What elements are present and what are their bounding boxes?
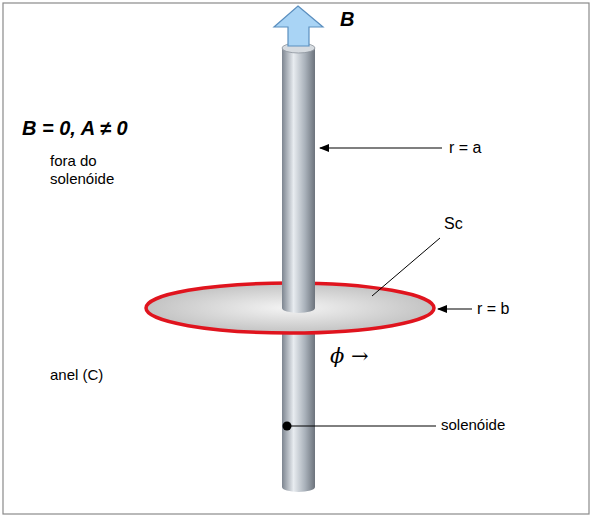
surface-label: Sc	[444, 214, 463, 233]
leader-arrow	[438, 308, 472, 309]
field-arrow	[274, 6, 323, 46]
condition-note: B = 0, A ≠ 0	[22, 116, 128, 140]
leader-dot	[283, 422, 292, 431]
leader-arrow	[320, 147, 442, 148]
field-symbol: B	[340, 7, 354, 31]
solenoid-lower	[282, 318, 315, 492]
radius-label: r = b	[477, 299, 509, 318]
part-label: solenóide	[441, 416, 505, 434]
leader-line	[372, 238, 440, 296]
frame	[3, 3, 589, 514]
region-note: fora do solenóide	[50, 152, 130, 188]
radius-label: r = a	[449, 138, 481, 157]
leader-line	[290, 426, 436, 427]
direction-label: ϕ →	[330, 344, 369, 369]
ring-label: anel (C)	[50, 366, 103, 384]
solenoid-upper	[282, 43, 315, 313]
